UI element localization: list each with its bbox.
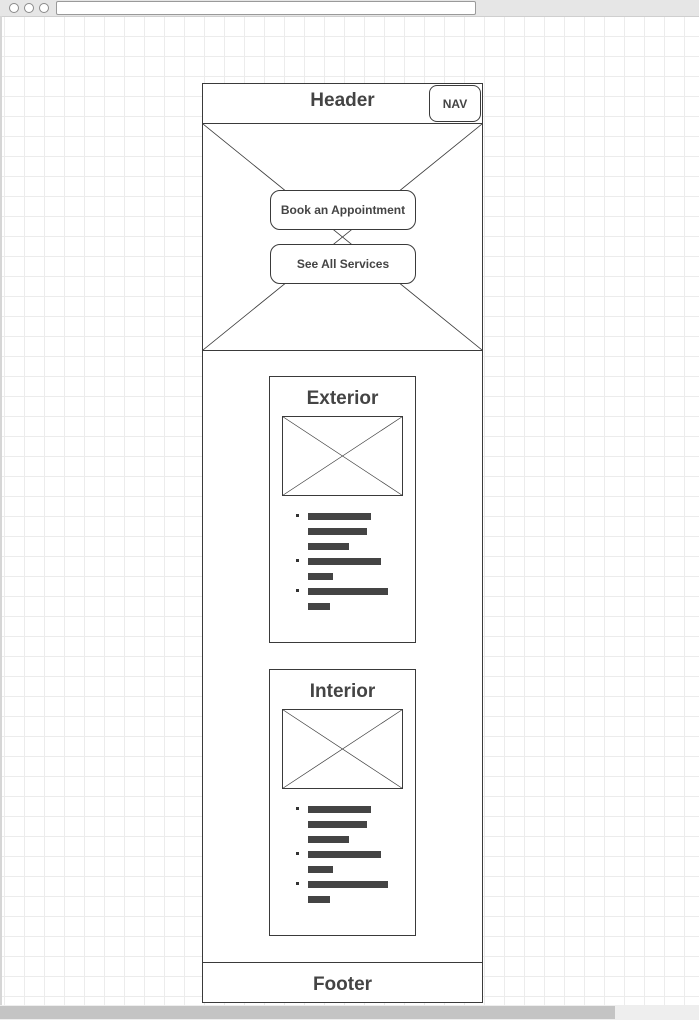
text-placeholder-bar bbox=[308, 573, 333, 580]
text-placeholder-bar bbox=[308, 528, 367, 535]
card-title: Interior bbox=[309, 681, 376, 702]
text-placeholder-bar bbox=[308, 543, 349, 550]
nav-button[interactable]: NAV bbox=[429, 85, 481, 122]
text-placeholder-bar bbox=[308, 821, 367, 828]
mobile-wireframe: Header NAV Book an Appointment See All S… bbox=[202, 83, 483, 1003]
service-card-exterior: Exterior bbox=[269, 376, 416, 643]
see-all-services-button[interactable]: See All Services bbox=[270, 244, 416, 284]
text-placeholder-bar bbox=[308, 896, 330, 903]
text-placeholder-bar bbox=[308, 513, 371, 520]
bullet-icon bbox=[296, 807, 299, 810]
window-close-dot[interactable] bbox=[9, 3, 19, 13]
bullet-icon bbox=[296, 882, 299, 885]
window-left-edge bbox=[0, 16, 2, 1020]
book-appointment-button[interactable]: Book an Appointment bbox=[270, 190, 416, 230]
bullet-icon bbox=[296, 559, 299, 562]
window-minimize-dot[interactable] bbox=[24, 3, 34, 13]
text-placeholder-bar bbox=[308, 881, 388, 888]
footer-title: Footer bbox=[312, 974, 373, 995]
text-placeholder-bar bbox=[308, 588, 388, 595]
text-placeholder-bar bbox=[308, 836, 349, 843]
text-placeholder-bar bbox=[308, 866, 333, 873]
text-placeholder-bar bbox=[308, 851, 381, 858]
text-placeholder-bar bbox=[308, 558, 381, 565]
window-maximize-dot[interactable] bbox=[39, 3, 49, 13]
hero-image-placeholder-icon bbox=[203, 124, 482, 350]
service-card-interior: Interior bbox=[269, 669, 416, 936]
browser-titlebar bbox=[0, 0, 699, 17]
bullet-icon bbox=[296, 589, 299, 592]
card-title: Exterior bbox=[306, 388, 379, 409]
bullet-icon bbox=[296, 514, 299, 517]
address-bar[interactable] bbox=[56, 1, 476, 15]
text-placeholder-bar bbox=[308, 603, 330, 610]
page-footer: Footer bbox=[203, 962, 482, 1002]
bullet-icon bbox=[296, 852, 299, 855]
bullet-list bbox=[270, 804, 415, 914]
page-header: Header NAV bbox=[203, 84, 482, 124]
text-placeholder-bar bbox=[308, 806, 371, 813]
image-placeholder-icon bbox=[282, 709, 403, 789]
horizontal-scrollbar-thumb[interactable] bbox=[0, 1006, 615, 1019]
hero-section: Book an Appointment See All Services bbox=[203, 124, 482, 351]
bullet-list bbox=[270, 511, 415, 621]
image-placeholder-icon bbox=[282, 416, 403, 496]
